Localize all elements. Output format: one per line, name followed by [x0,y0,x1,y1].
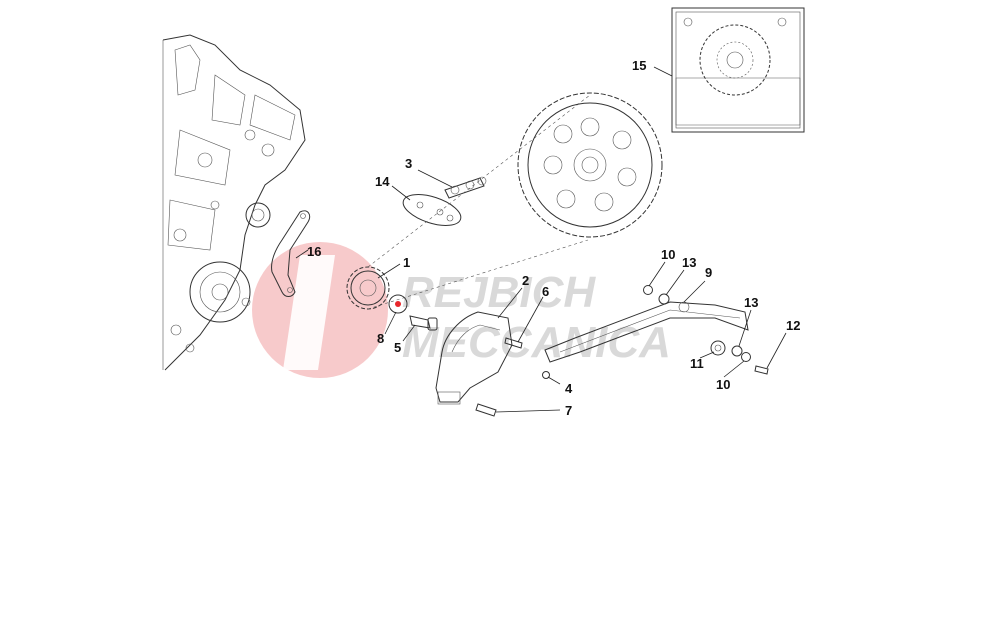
part-9-chain-slider [544,301,749,363]
label-14: 14 [375,174,390,189]
part-13-washer-top [658,293,670,305]
part-2-sprocket-cover [435,311,513,405]
part-8-washer [388,294,408,314]
label-6: 6 [542,284,549,299]
rear-sprocket [517,92,663,238]
label-5: 5 [394,340,401,355]
part-6-stud [504,337,523,349]
label-11: 11 [690,356,704,371]
leader-lines [295,66,787,413]
part-3-chain-segment [444,176,487,199]
part-13-washer-right [731,345,743,357]
part-4-spacer [542,371,550,379]
label-13-right: 13 [744,295,758,310]
label-2: 2 [522,273,529,288]
part-15-inset [671,7,805,133]
label-7: 7 [565,403,572,418]
label-1: 1 [403,255,410,270]
part-10-washer-right [741,352,751,362]
label-9: 9 [705,265,712,280]
label-8: 8 [377,331,384,346]
part-number-labels: 1 2 3 4 5 6 7 8 9 10 10 11 12 13 13 14 1… [307,58,800,418]
part-5-bolt [409,315,438,331]
watermark-text-line2: MECCANICA [402,318,671,367]
label-3: 3 [405,156,412,171]
engine-block [162,34,306,371]
part-16-chain-guide [271,210,311,297]
part-14-master-link [402,194,462,226]
part-12-screw [754,365,769,375]
watermark-text-line1: REJBICH [402,268,596,317]
label-10-top: 10 [661,247,675,262]
part-10-washer-top [643,285,653,295]
watermark-logo: REJBICH MECCANICA [252,242,671,378]
label-4: 4 [565,381,573,396]
label-12: 12 [786,318,800,333]
label-10-right: 10 [716,377,730,392]
part-7-bolt [475,403,497,417]
label-13-top: 13 [682,255,696,270]
part-11-roller [710,340,726,356]
label-15: 15 [632,58,646,73]
label-16: 16 [307,244,321,259]
chain-path [367,94,591,310]
